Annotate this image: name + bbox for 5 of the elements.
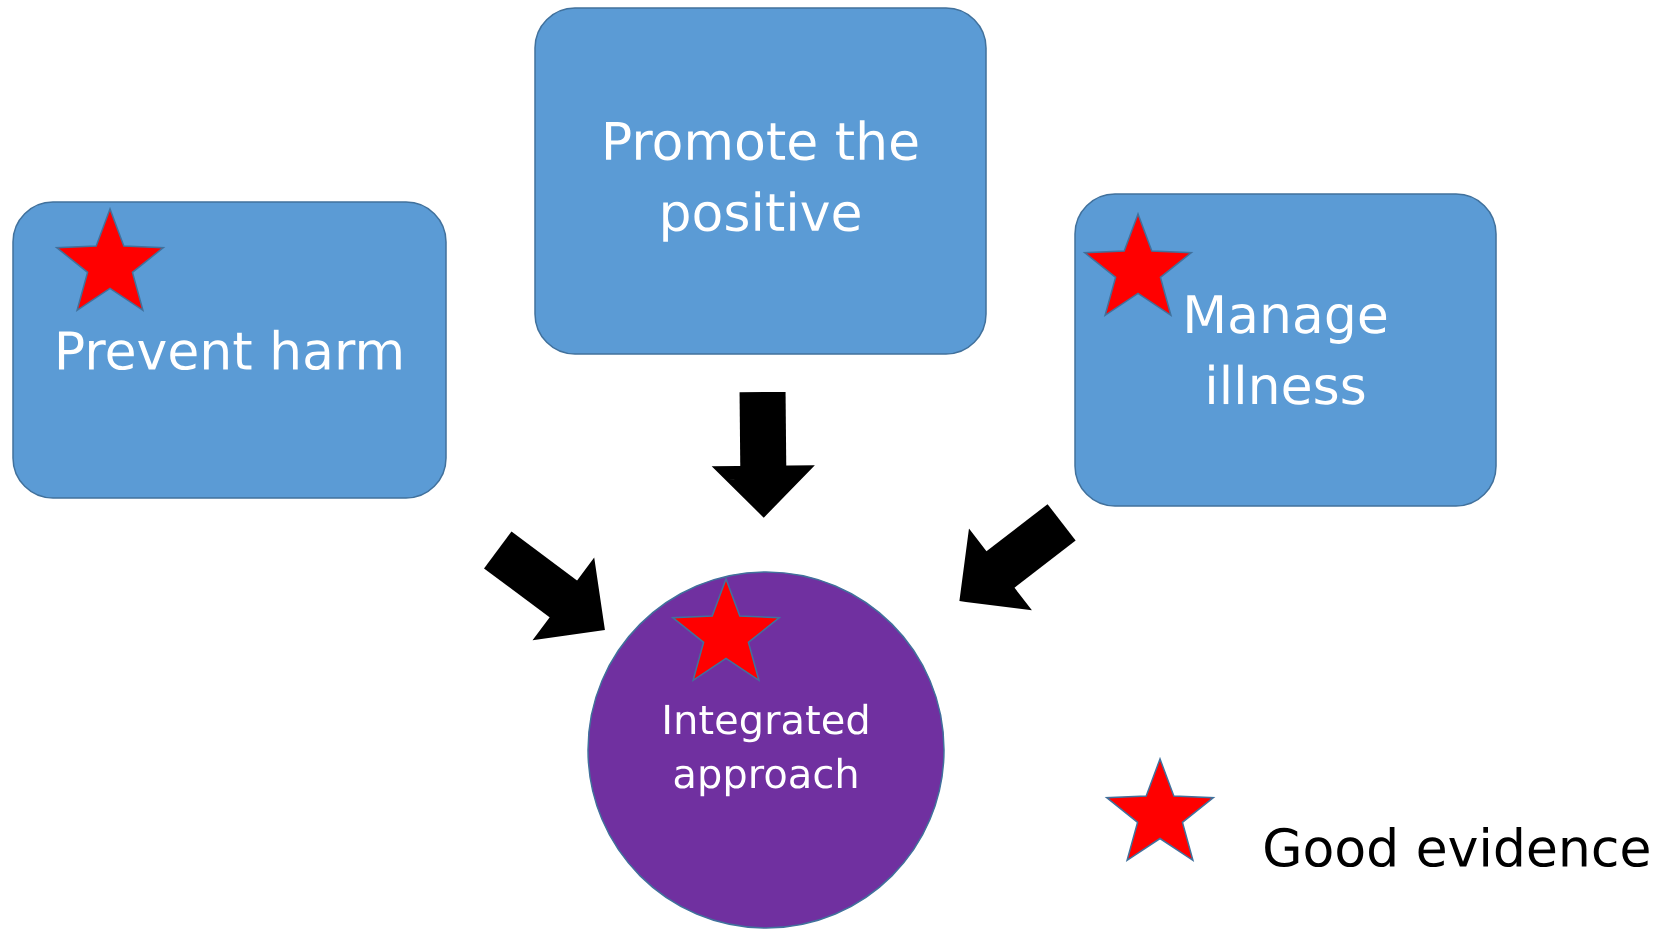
rounded-box: Promote the positive [534, 7, 987, 355]
rounded-box: Prevent harm [12, 201, 447, 499]
legend-text: Good evidence [1265, 826, 1649, 868]
circle-node: Integrated approach [587, 571, 945, 929]
rounded-box: Manage illness [1074, 193, 1497, 507]
